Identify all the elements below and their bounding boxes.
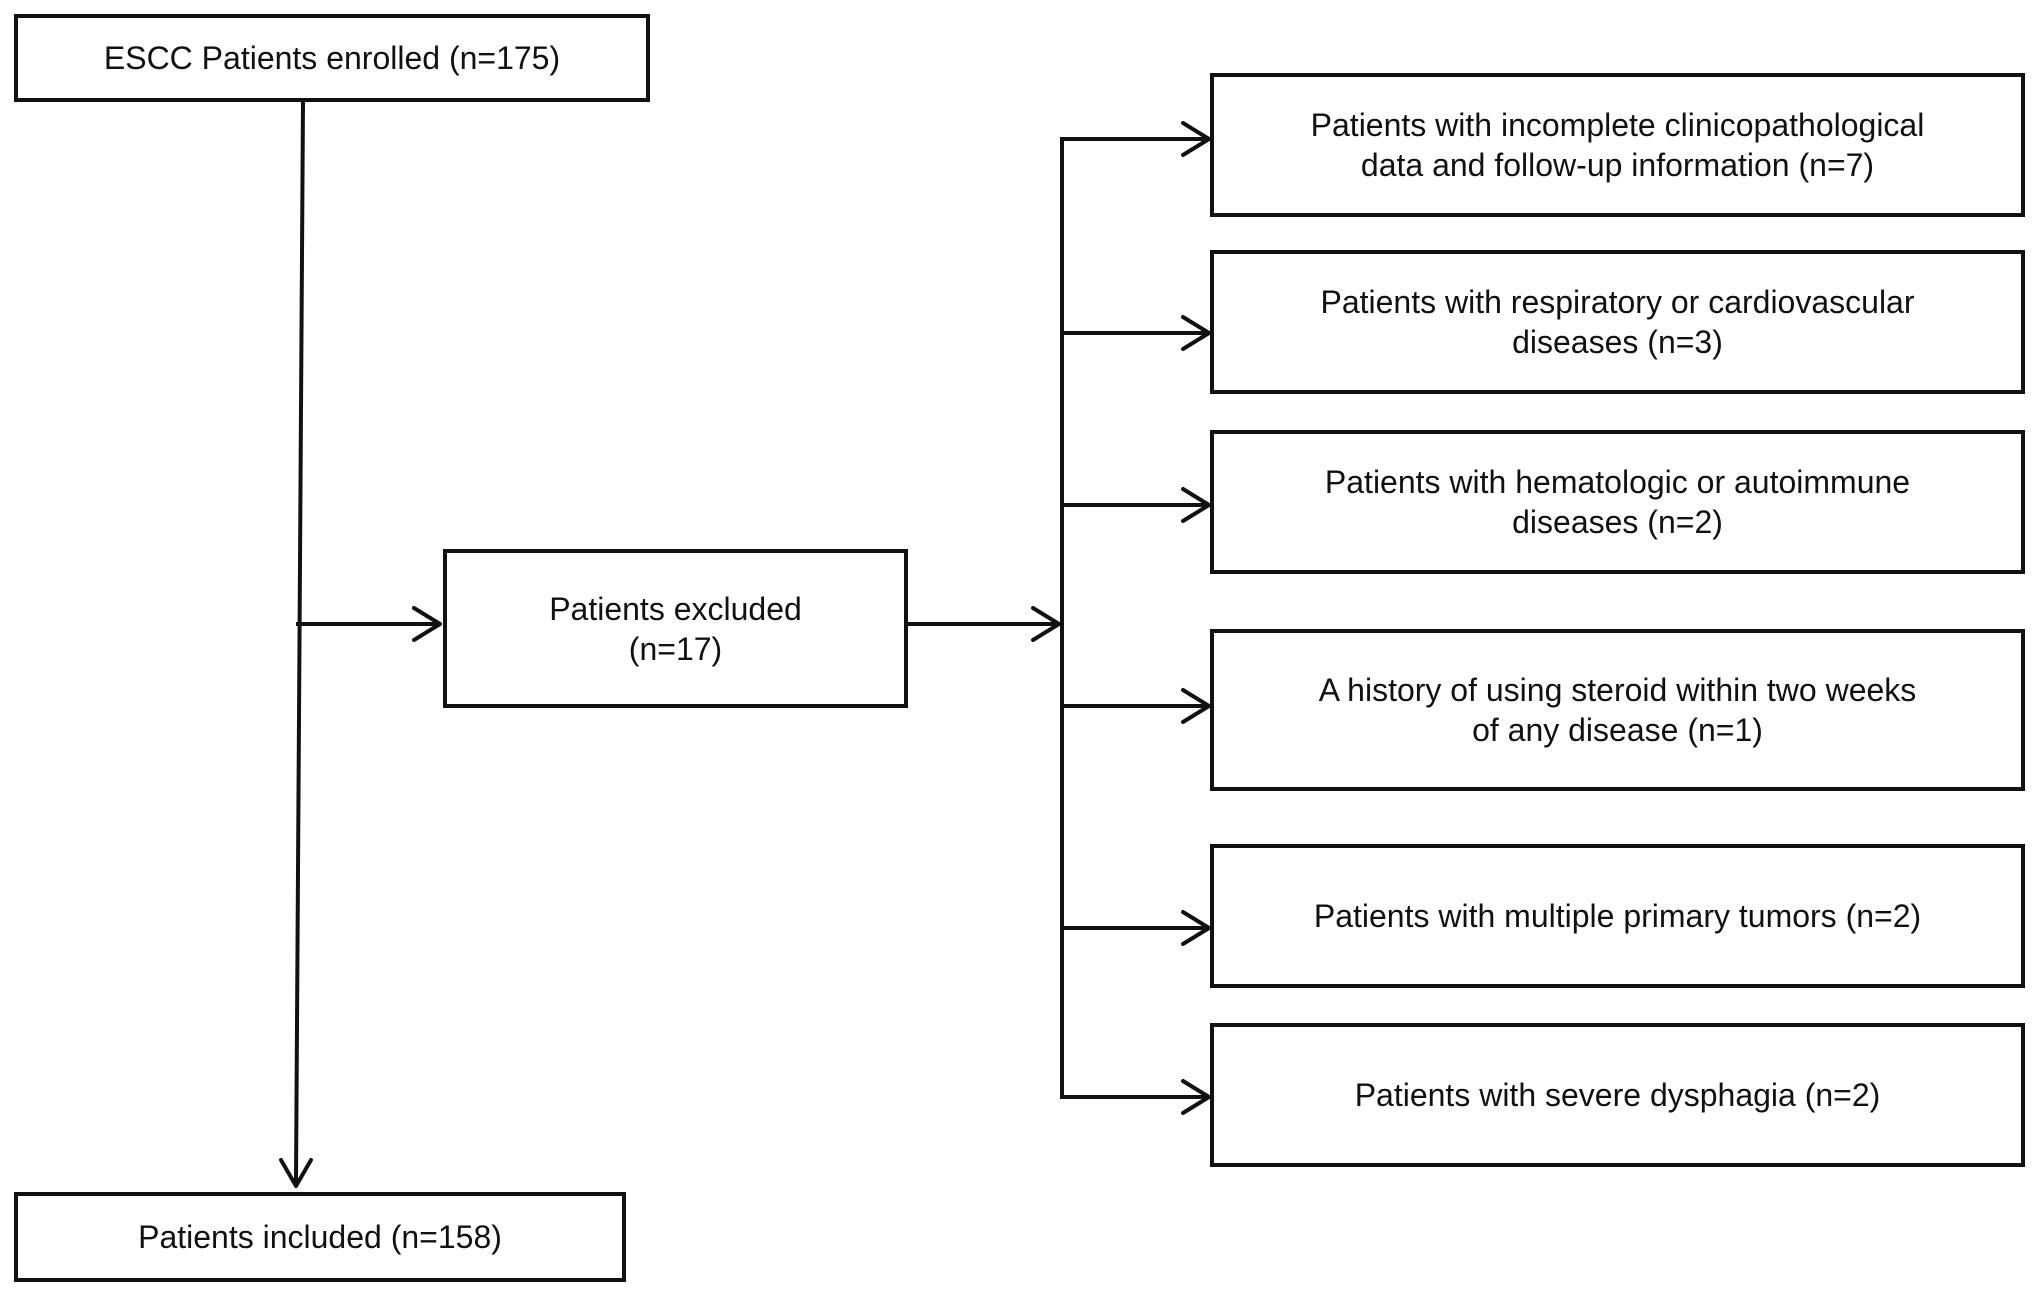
exclusion-reason-6: Patients with severe dysphagia (n=2): [1354, 1077, 1881, 1113]
reasons-bus-arrowhead: [1031, 606, 1061, 642]
reason-2-arrowhead: [1181, 315, 1211, 351]
main-vertical-connector: [293, 98, 306, 1183]
excluded-box: Patients excluded (n=17): [443, 549, 908, 708]
excluded-label: Patients excluded (n=17): [549, 590, 802, 667]
reason-3-arrowhead: [1181, 487, 1211, 523]
exclusion-reason-5: Patients with multiple primary tumors (n…: [1313, 898, 1922, 934]
exclusion-reason-3: Patients with hematologic or autoimmune …: [1324, 464, 1911, 540]
included-box: Patients included (n=158): [14, 1192, 626, 1282]
exclusion-reason-box-6: Patients with severe dysphagia (n=2): [1210, 1023, 2025, 1167]
included-arrowhead: [279, 1158, 313, 1188]
exclusion-reason-box-1: Patients with incomplete clinicopatholog…: [1210, 73, 2025, 217]
exclusion-reason-box-5: Patients with multiple primary tumors (n…: [1210, 844, 2025, 988]
exclusion-reason-box-4: A history of using steroid within two we…: [1210, 629, 2025, 791]
exclusion-reason-4: A history of using steroid within two we…: [1318, 672, 1917, 748]
enrolled-label: ESCC Patients enrolled (n=175): [103, 40, 561, 76]
enrolled-box: ESCC Patients enrolled (n=175): [14, 14, 650, 102]
exclusion-reason-box-2: Patients with respiratory or cardiovascu…: [1210, 250, 2025, 394]
reason-5-arrowhead: [1181, 910, 1211, 946]
excluded-arrowhead: [412, 606, 442, 642]
exclusion-reason-1: Patients with incomplete clinicopatholog…: [1310, 107, 1925, 183]
exclusion-reason-2: Patients with respiratory or cardiovascu…: [1320, 284, 1915, 360]
exclusion-reason-box-3: Patients with hematologic or autoimmune …: [1210, 430, 2025, 574]
reason-1-arrowhead: [1181, 121, 1211, 157]
reason-6-arrowhead: [1181, 1079, 1211, 1115]
reason-4-arrowhead: [1181, 688, 1211, 724]
included-label: Patients included (n=158): [138, 1219, 502, 1255]
